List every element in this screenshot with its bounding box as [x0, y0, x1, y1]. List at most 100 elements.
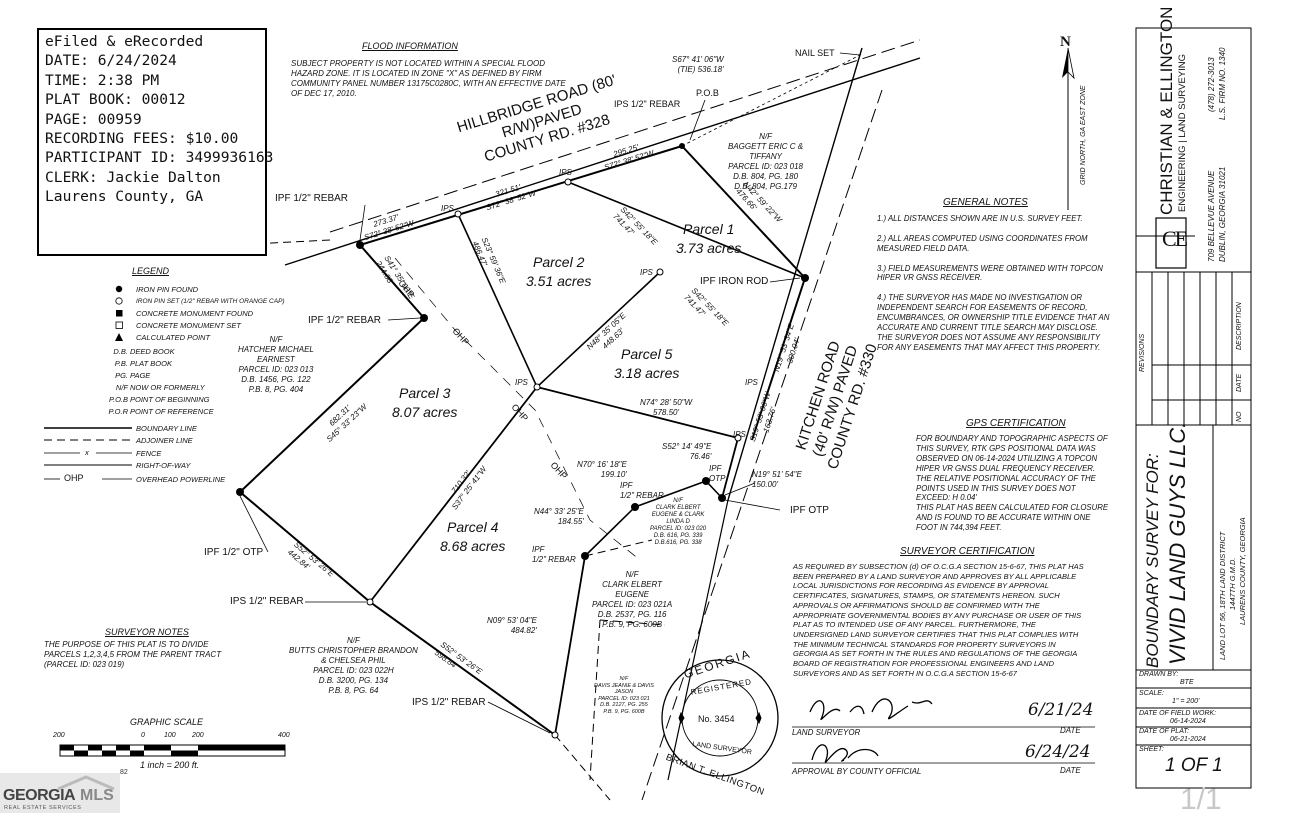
field-work-value: 06-14-2024	[1170, 718, 1206, 725]
ips-label: IPS	[441, 204, 454, 213]
flood-info-line: COMMUNITY PANEL NUMBER 13175C0280C, WITH…	[291, 79, 566, 88]
owner-block-hatcher: N/F HATCHER MICHAEL EARNEST PARCEL ID: 0…	[238, 335, 314, 395]
sheet-label: SHEET:	[1139, 746, 1164, 753]
bearing-line: 150.00'	[752, 480, 778, 489]
county-sign-date: 6/24/24	[1025, 742, 1091, 762]
general-note-line: INDEPENDENT SEARCH FOR EASEMENTS OF RECO…	[877, 303, 1088, 313]
parcel-name: Parcel 3	[399, 385, 451, 401]
firm-subtitle: ENGINEERING | LAND SURVEYING	[1177, 53, 1188, 212]
owner-line: TIFFANY	[749, 152, 782, 161]
ipf-rebar-mid-label: IPF 1/2" REBAR	[308, 315, 382, 326]
callout-line: IPF	[532, 545, 545, 554]
parcel-area: 8.07 acres	[392, 404, 458, 420]
ipf-iron-rod-label: IPF IRON ROD	[700, 276, 769, 287]
adjoiner-davis-north	[599, 619, 666, 626]
legend-symbols	[44, 285, 132, 480]
stamp-line: DATE: 6/24/2024	[45, 52, 177, 70]
owner-line: LINDA D	[666, 519, 690, 525]
graphic-scale-title: GRAPHIC SCALE	[130, 717, 204, 727]
ipf-rebar-small-label: IPF 1/2" REBAR	[620, 481, 664, 501]
owner-line: P.B. 8, PG. 64	[328, 686, 379, 695]
adjoiner-butts	[554, 734, 611, 801]
cert-line: GEORGIA AS SET FORTH IN THE RULES AND RE…	[793, 649, 1078, 659]
gps-line: HIPER VR GNSS DUAL FREQUENCY RECEIVER.	[916, 463, 1096, 473]
stamp-line: TIME: 2:38 PM	[45, 71, 160, 89]
stamp-line: Laurens County, GA	[45, 188, 204, 206]
parcel-1-label: Parcel 1 3.73 acres	[676, 220, 741, 258]
owner-line: N/F	[619, 676, 629, 682]
hillbridge-road-row	[284, 57, 921, 266]
parcel-area: 3.51 acres	[526, 273, 592, 289]
owner-line: D.B. 804, PG.179	[734, 182, 797, 191]
revision-date-label: DATE	[1236, 373, 1243, 392]
legend-boundary-line: BOUNDARY LINE	[136, 424, 197, 433]
owner-line: D.B. 3200, PG. 134	[318, 676, 389, 685]
adjoiner-davis-west	[589, 619, 601, 781]
kitchen-road-east-edge	[641, 89, 883, 801]
location-line-1: LAND LOT 56, 18TH LAND DISTRICT	[1218, 531, 1227, 660]
owner-line: CLARK ELBERT	[602, 580, 663, 589]
owner-line: D.B. 804, PG. 180	[733, 172, 799, 181]
parcel-name: Parcel 5	[621, 346, 673, 362]
bearing-line: N19° 51' 54"E	[752, 470, 802, 479]
bearing-line: 76.46'	[689, 452, 712, 461]
scale-tick: 200	[53, 732, 65, 739]
general-notes-body: 1.) ALL DISTANCES SHOWN ARE IN U.S. SURV…	[877, 214, 1109, 353]
kitchen-road-row-south	[667, 499, 729, 781]
owner-line: D.B.616, PG. 338	[654, 540, 702, 546]
ips-label: IPS	[515, 378, 528, 387]
legend-concrete-found: CONCRETE MONUMENT FOUND	[136, 309, 254, 318]
firm-address-2: DUBLIN, GEORGIA 31021	[1218, 166, 1227, 262]
owner-line: EUGENE & CLARK	[651, 512, 705, 518]
cert-line: CERTIFICATES, SIGNATURES, STAMPS, OR STA…	[793, 591, 1060, 601]
general-note-line: 3.) FIELD MEASUREMENTS WERE OBTAINED WIT…	[877, 263, 1103, 273]
owner-line: CLARK ELBERT	[655, 505, 701, 511]
owner-block-clark: N/F CLARK ELBERT EUGENE PARCEL ID: 023 0…	[592, 570, 672, 630]
plat-date-label: DATE OF PLAT:	[1139, 728, 1190, 735]
drawn-by-value: BTE	[1180, 679, 1194, 686]
legend-abbr: P.O.B	[108, 395, 128, 404]
owner-line: DAVIS JEANIE & DAVIS	[594, 682, 654, 689]
callout-line: 1/2" REBAR	[620, 491, 664, 500]
legend-abbr-label: NOW OR FORMERLY	[130, 383, 205, 392]
firm-address-1: 709 BELLEVUE AVENUE	[1207, 170, 1216, 262]
cert-line: APPROPRIATE GOVERNMENTAL BODIES BY ANY P…	[793, 610, 1082, 620]
logo-georgia-text: GEORGIA	[3, 787, 76, 804]
owner-line: JASON	[614, 689, 634, 695]
legend-abbr-label: POINT OF REFERENCE	[130, 407, 214, 416]
cert-line: PLAT AS TO INTENDED USE OF ANY PARCEL. F…	[793, 620, 1036, 630]
scale-tick: 0	[141, 732, 145, 739]
owner-line: EUGENE	[615, 590, 649, 599]
callout-line: IPF	[620, 481, 633, 490]
bearing-line: N09° 53' 04"E	[487, 616, 537, 625]
north-boundary	[359, 145, 683, 246]
bottom-snippet: 82	[120, 769, 128, 776]
parcel-4-label: Parcel 4 8.68 acres	[440, 518, 505, 556]
legend-fence-mark: x	[85, 448, 89, 457]
revisions-label: REVISIONS	[1139, 333, 1146, 372]
logo-subtitle: REAL ESTATE SERVICES	[4, 805, 82, 811]
pob-label: P.O.B	[696, 88, 719, 98]
ipf-rebar-left-label: IPF 1/2" REBAR	[275, 193, 349, 204]
logo-mls-text: MLS	[80, 787, 114, 804]
location-line-3: LAURENS COUNTY, GEORGIA	[1238, 517, 1247, 625]
legend-iron-pin-set: IRON PIN SET (1/2" REBAR WITH ORANGE CAP…	[136, 298, 285, 305]
general-note-line: 1.) ALL DISTANCES SHOWN ARE IN U.S. SURV…	[877, 214, 1083, 223]
grid-north-note: GRID NORTH, GA EAST ZONE	[1080, 85, 1087, 185]
owner-line: N/F	[269, 335, 283, 344]
owner-line: P.B. 9, PG. 600B	[602, 620, 663, 629]
owner-line: N/F	[759, 132, 772, 141]
gps-line: THIS SURVEY, RTK GPS POSITIONAL DATA WAS	[916, 443, 1096, 453]
stamp-line: RECORDING FEES: $10.00	[45, 130, 239, 148]
stamp-line: PLAT BOOK: 00012	[45, 91, 186, 109]
bearing-line: N74° 28' 50"W	[640, 398, 693, 407]
firm-name: CHRISTIAN & ELLINGTON	[1157, 6, 1176, 215]
owner-line: N/F	[625, 570, 639, 579]
tie-line	[681, 53, 863, 147]
surveyor-sign-date: 6/21/24	[1028, 700, 1094, 720]
general-note-line: 4.) THE SURVEYOR HAS MADE NO INVESTIGATI…	[877, 293, 1083, 303]
owner-block-baggett: N/F BAGGETT ERIC C & TIFFANY PARCEL ID: …	[728, 132, 803, 192]
plat-date-value: 06-21-2024	[1170, 736, 1206, 743]
general-note-line	[877, 254, 1109, 264]
